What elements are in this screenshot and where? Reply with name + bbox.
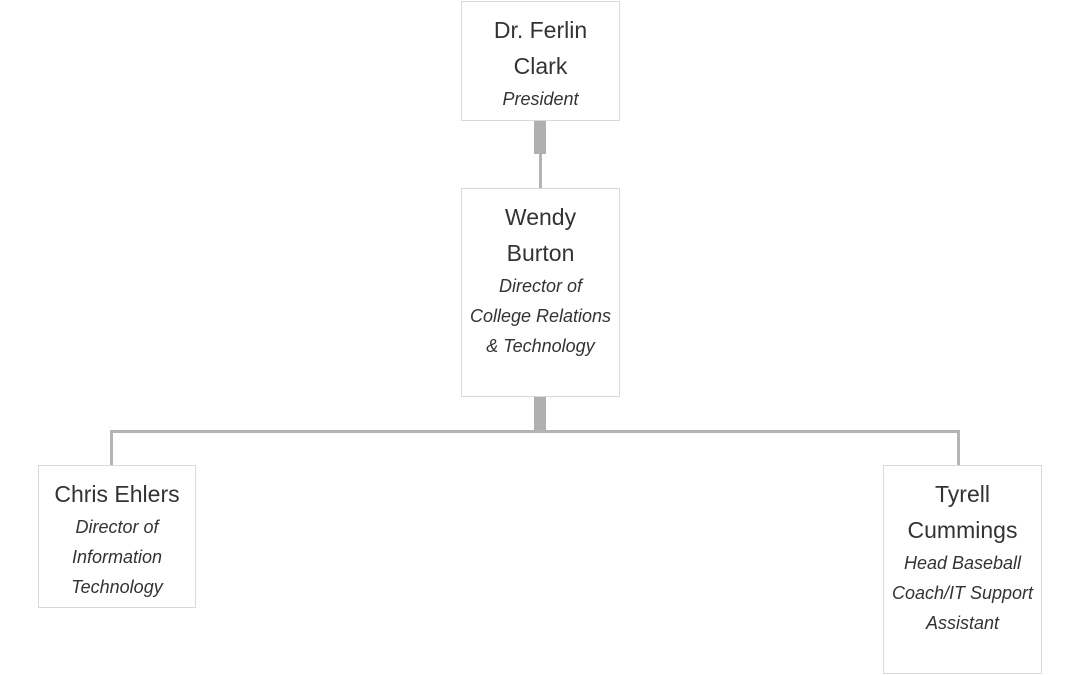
org-node-president[interactable]: Dr. Ferlin Clark President xyxy=(461,1,620,121)
connector-drop-left xyxy=(110,430,113,465)
connector-stub-president xyxy=(534,121,546,154)
node-title: Director of Information Technology xyxy=(71,517,163,597)
node-name: Tyrell Cummings xyxy=(907,481,1018,543)
org-node-director-college-relations[interactable]: Wendy Burton Director of College Relatio… xyxy=(461,188,620,397)
node-name: Dr. Ferlin Clark xyxy=(493,17,588,79)
connector-horizontal-bar xyxy=(110,430,960,433)
node-name: Wendy Burton xyxy=(504,204,577,266)
node-title: Head Baseball Coach/IT Support Assistant xyxy=(891,553,1034,633)
org-node-head-baseball-coach[interactable]: Tyrell Cummings Head Baseball Coach/IT S… xyxy=(883,465,1042,674)
org-node-director-it[interactable]: Chris Ehlers Director of Information Tec… xyxy=(38,465,196,608)
node-title: President xyxy=(502,89,579,109)
connector-line-president-to-director xyxy=(539,154,542,188)
connector-drop-right xyxy=(957,430,960,465)
node-name: Chris Ehlers xyxy=(54,481,180,507)
connector-stub-director xyxy=(534,397,546,430)
node-title: Director of College Relations & Technolo… xyxy=(469,276,612,356)
